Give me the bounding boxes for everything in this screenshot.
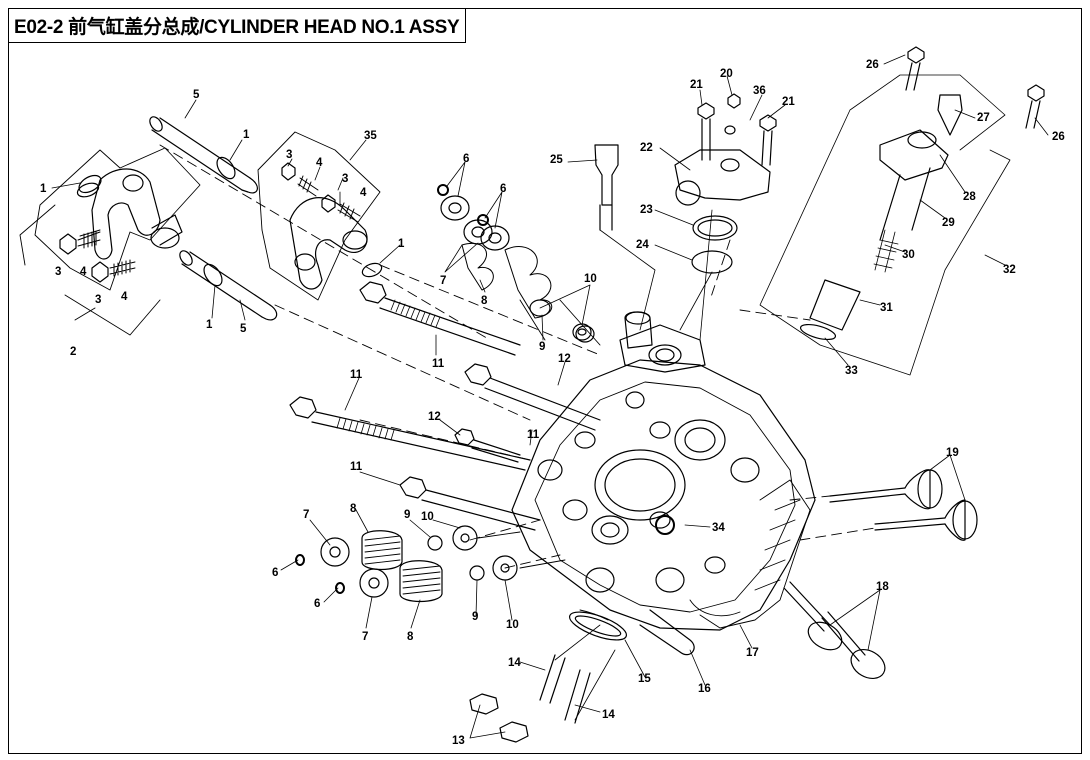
callout-15: 15 [638, 673, 651, 685]
callout-1-shaft-lower: 1 [206, 319, 213, 331]
valves [783, 469, 978, 680]
cam-chain-tensioner [759, 46, 1045, 376]
callout-26-a: 26 [866, 59, 879, 71]
callout-21-b: 21 [782, 96, 795, 108]
callout-7-upper: 7 [440, 275, 446, 287]
callout-6-lower-a: 6 [272, 567, 278, 579]
callout-10-lower-a: 10 [421, 511, 434, 523]
callout-36: 36 [753, 85, 766, 97]
callout-14-b: 14 [602, 709, 615, 721]
valve-springs-upper [437, 184, 601, 346]
callout-4-left-b: 4 [121, 291, 128, 303]
callout-1-shaft-upper: 1 [243, 129, 250, 141]
diagram-title: E02-2 前气缸盖分总成/CYLINDER HEAD NO.1 ASSY [8, 8, 467, 43]
callout-16: 16 [698, 683, 711, 695]
callout-25: 25 [550, 154, 563, 166]
rocker-shaft-upper [149, 116, 258, 194]
callout-27: 27 [977, 112, 990, 124]
callout-18: 18 [876, 581, 889, 593]
callout-23: 23 [640, 204, 653, 216]
callout-11-b: 11 [350, 369, 363, 381]
callout-1-center: 1 [398, 238, 405, 250]
callout-14-a: 14 [508, 657, 521, 669]
callout-10-upper: 10 [584, 273, 597, 285]
callout-8-lower-b: 8 [407, 631, 414, 643]
callout-32: 32 [1003, 264, 1016, 276]
callout-6-upper-a: 6 [463, 153, 469, 165]
cylinder-head-body [511, 311, 816, 656]
rocker-arm-assembly-left [19, 147, 201, 336]
callout-2: 2 [70, 346, 76, 358]
rocker-shaft-lower [179, 250, 278, 321]
callout-3-left-b: 3 [95, 294, 101, 306]
callout-7-lower-a: 7 [303, 509, 309, 521]
callout-13: 13 [452, 735, 465, 747]
callout-8-lower-a: 8 [350, 503, 357, 515]
callout-30: 30 [902, 249, 915, 261]
callout-19: 19 [946, 447, 959, 459]
studs-and-nuts [469, 624, 616, 743]
assembly-leader-lines [159, 144, 876, 569]
callout-20: 20 [720, 68, 733, 80]
callout-5-upper: 5 [193, 89, 200, 101]
callout-9-upper: 9 [539, 341, 545, 353]
callout-6-upper-b: 6 [500, 183, 506, 195]
callout-3-center-a: 3 [286, 149, 292, 161]
callout-8-upper: 8 [481, 295, 488, 307]
callout-12-a: 12 [558, 353, 571, 365]
callout-33: 33 [845, 365, 858, 377]
callout-35: 35 [364, 130, 377, 142]
callout-6-lower-b: 6 [314, 598, 320, 610]
callout-leaders [51, 54, 1049, 739]
callout-9-lower-b: 9 [472, 611, 478, 623]
drawing-frame [8, 8, 1082, 754]
callout-21-a: 21 [690, 79, 703, 91]
long-bolts [289, 281, 601, 531]
callout-17: 17 [746, 647, 759, 659]
callout-4-center-a: 4 [316, 157, 323, 169]
callout-1-left: 1 [40, 183, 47, 195]
callout-28: 28 [963, 191, 976, 203]
callout-7-lower-b: 7 [362, 631, 368, 643]
callout-11-d: 11 [350, 461, 363, 473]
callout-3-center-b: 3 [342, 173, 348, 185]
callout-11-c: 11 [527, 429, 540, 441]
callout-9-lower-a: 9 [404, 509, 410, 521]
callout-24: 24 [636, 239, 649, 251]
callout-12-b: 12 [428, 411, 441, 423]
callout-26-b: 26 [1052, 131, 1065, 143]
callout-10-lower-b: 10 [506, 619, 519, 631]
callout-22: 22 [640, 142, 653, 154]
callout-5-lower: 5 [240, 323, 247, 335]
callout-4-left-a: 4 [80, 266, 87, 278]
callout-11-a: 11 [432, 358, 445, 370]
callout-3-left-a: 3 [55, 266, 61, 278]
rocker-arm-assembly-center [76, 131, 383, 301]
callout-34: 34 [712, 522, 725, 534]
callout-29: 29 [942, 217, 955, 229]
thermostat-housing [594, 93, 777, 341]
callout-4-center-b: 4 [360, 187, 367, 199]
callout-labels: 1 1 1 1 2 3 3 3 3 4 4 4 4 5 5 6 6 6 6 7 … [40, 59, 1065, 747]
callout-31: 31 [880, 302, 893, 314]
